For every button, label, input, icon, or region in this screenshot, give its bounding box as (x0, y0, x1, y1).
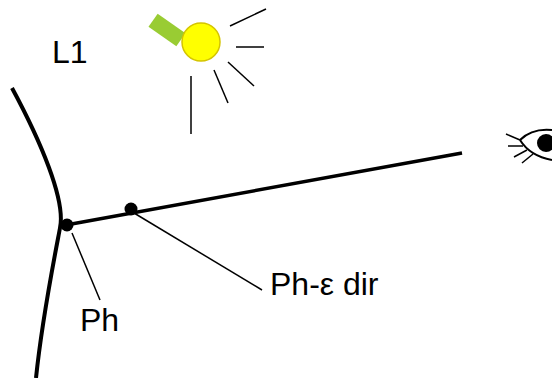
surface-curve (12, 88, 61, 378)
eyelash (506, 134, 520, 140)
view-ray (66, 153, 462, 225)
text-label: Ph (80, 304, 119, 336)
eyelash (508, 145, 523, 147)
leader-line (134, 213, 262, 290)
light-ray (190, 76, 192, 134)
light-ray (228, 62, 254, 86)
eyelash (522, 154, 533, 163)
eye-pupil (537, 134, 552, 152)
light-bulb (182, 23, 220, 61)
text-label: L1 (52, 36, 88, 68)
text-label: Ph-ε dir (270, 268, 379, 300)
light-ray (214, 70, 228, 103)
hit-point (61, 219, 74, 232)
light-ray (230, 9, 266, 26)
leader-line (72, 233, 100, 300)
eye-symbol (506, 130, 552, 163)
light-symbol (148, 9, 266, 134)
light-base (148, 14, 185, 47)
light-ray (236, 46, 264, 48)
eyelash (514, 150, 527, 157)
